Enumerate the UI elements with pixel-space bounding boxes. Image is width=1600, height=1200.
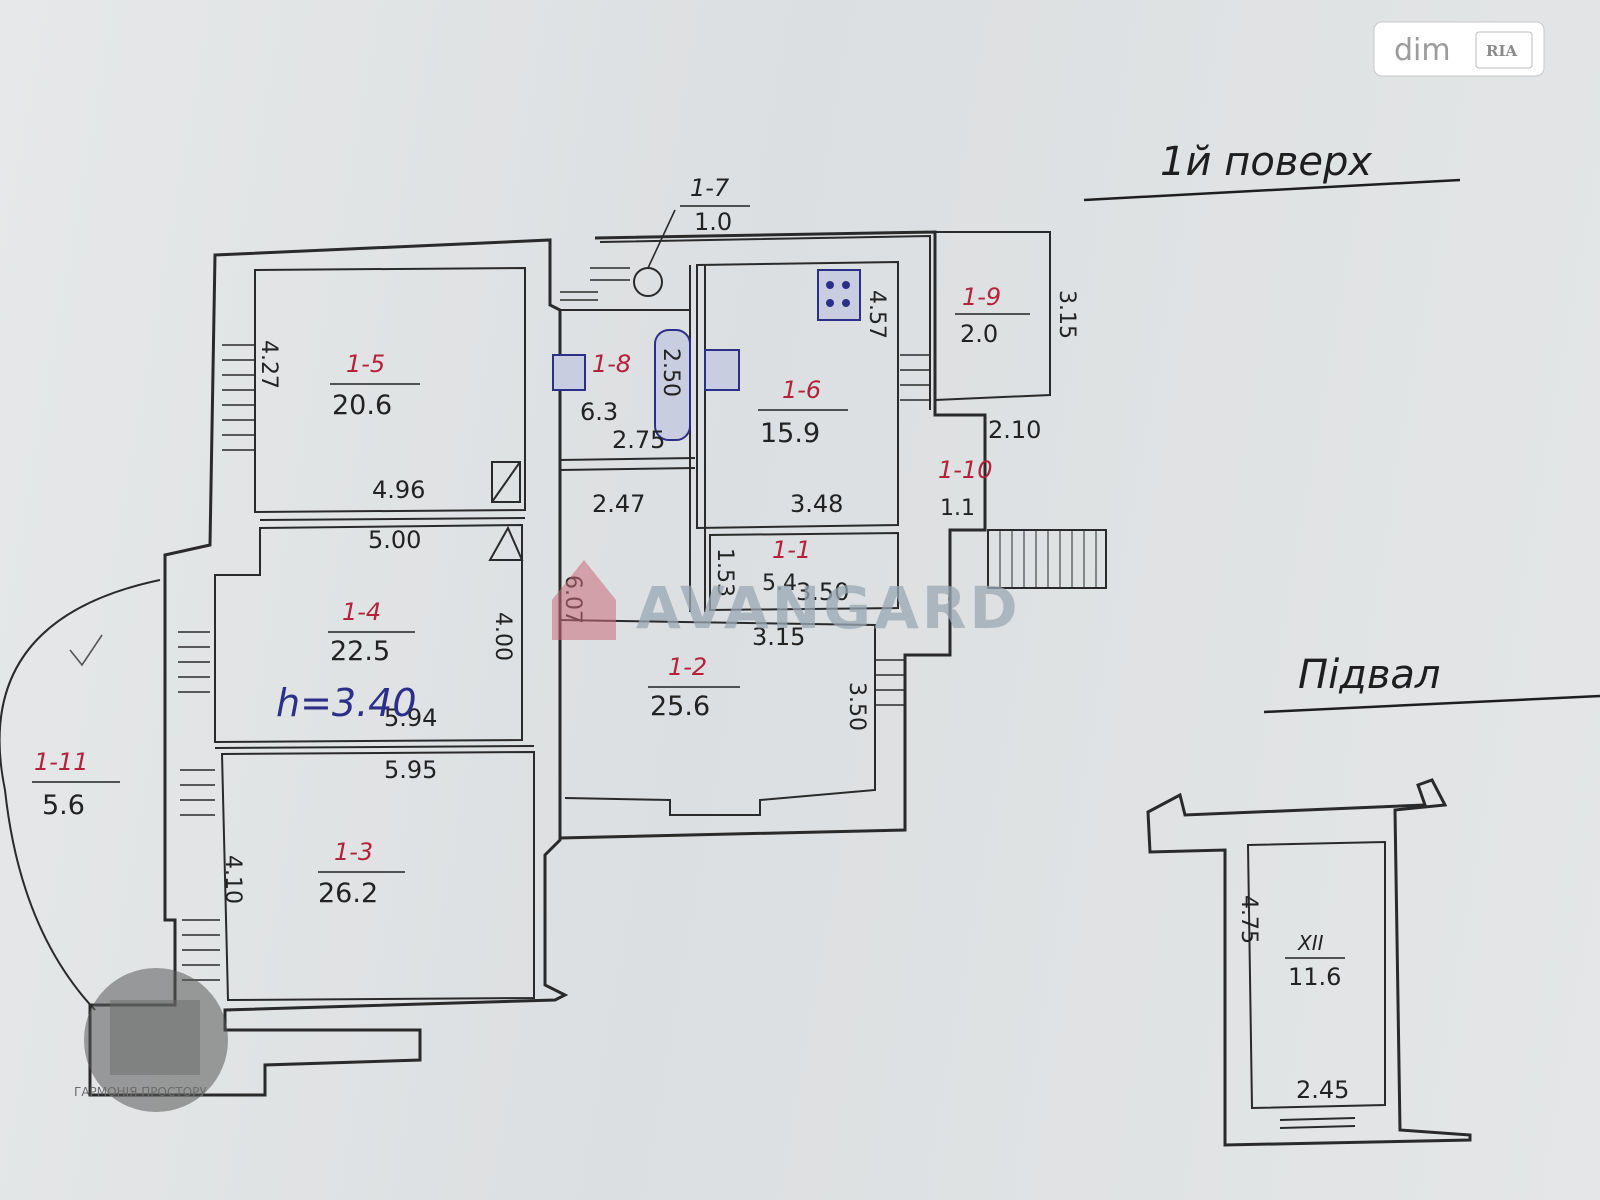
dim-247: 2.47 [592, 490, 645, 518]
exterior-arc [0, 579, 161, 1011]
dim-350b: 3.50 [844, 682, 869, 731]
room-1-6[interactable]: 1-6 15.9 [758, 376, 848, 449]
room-1-8[interactable]: 1-8 6.3 [580, 350, 631, 426]
room-1-2[interactable]: 1-2 25.6 [648, 653, 740, 722]
room-area: 1.0 [694, 208, 732, 236]
room-id: 1-7 [690, 174, 730, 202]
room-1-3[interactable]: 1-3 26.2 [318, 838, 405, 909]
dim-315a: 3.15 [752, 623, 805, 651]
room-id: 1-6 [782, 376, 821, 404]
entrance-stairs [987, 529, 1107, 589]
room-id: 1-11 [34, 748, 88, 776]
vent-icon [491, 461, 521, 503]
room-id: 1-2 [668, 653, 707, 681]
window-room-6 [900, 354, 930, 401]
dim-245: 2.45 [1296, 1076, 1349, 1104]
boiler-icon [654, 329, 691, 441]
svg-text:1й поверх: 1й поверх [1160, 139, 1372, 185]
window-left-3b [182, 919, 220, 981]
dim-275: 2.75 [612, 426, 665, 454]
room-1-11[interactable]: 1-11 5.6 [32, 748, 120, 821]
room-id: 1-3 [334, 838, 373, 866]
dim-457: 4.57 [864, 290, 889, 339]
room-area: 2.0 [960, 320, 998, 348]
room-area: 5.4 [762, 571, 797, 596]
room-1-9[interactable]: 1-9 2.0 [955, 283, 1030, 348]
room-id: 1-1 [772, 536, 811, 564]
ground-floor-walls [88, 230, 1051, 1097]
check-mark [69, 634, 103, 667]
avangard-watermark: AVANGARD [552, 560, 1021, 642]
dimension-labels: 4.96 5.00 5.94 5.95 3.48 3.50 3.15 2.47 … [220, 290, 1349, 1104]
window-left-4 [178, 631, 210, 693]
room-id: 1-10 [938, 456, 992, 484]
dim-153: 1.53 [712, 548, 737, 597]
room-area: 5.6 [42, 790, 85, 821]
room-area: 26.2 [318, 878, 378, 909]
dim-500: 5.00 [368, 526, 421, 554]
room-id: XII [1297, 931, 1324, 955]
room-id: 1-9 [962, 283, 1001, 311]
dim-350a: 3.50 [796, 578, 849, 606]
room-id: 1-5 [346, 350, 385, 378]
room-1-7[interactable]: 1-7 1.0 [680, 174, 750, 236]
dim-400: 4.00 [490, 612, 515, 661]
basement-walls [1146, 778, 1472, 1147]
dim-594: 5.94 [384, 704, 437, 732]
room-area: 6.3 [580, 398, 618, 426]
logo-brand: dim [1394, 33, 1451, 68]
svg-text:Підвал: Підвал [1298, 652, 1441, 698]
company-logo: ГАРМОНІЯ ПРОСТОРУ [74, 968, 228, 1112]
window-room-2 [875, 659, 905, 706]
dim-ria-logo[interactable]: dim RIA [1373, 21, 1545, 77]
room-1-4[interactable]: 1-4 22.5 [328, 598, 415, 667]
room-id: 1-8 [592, 350, 631, 378]
dim-595: 5.95 [384, 756, 437, 784]
logo-badge: RIA [1486, 42, 1517, 60]
room-1-5[interactable]: 1-5 20.6 [330, 350, 420, 421]
dim-210: 2.10 [988, 416, 1041, 444]
toilet-icon [552, 349, 740, 391]
dim-348: 3.48 [790, 490, 843, 518]
room-area: 15.9 [760, 418, 820, 449]
room-area: 20.6 [332, 390, 392, 421]
dim-427: 4.27 [256, 340, 281, 389]
room-area: 25.6 [650, 691, 710, 722]
ceiling-height-note: h=3.40 [276, 681, 417, 725]
room-id: 1-4 [342, 598, 381, 626]
room-area: 1.1 [940, 496, 975, 521]
room-xii[interactable]: XII 11.6 [1285, 931, 1345, 991]
window-left-3a [180, 769, 215, 816]
company-logo-text: ГАРМОНІЯ ПРОСТОРУ [74, 1085, 207, 1099]
dim-496: 4.96 [372, 476, 425, 504]
riser-icon [633, 209, 676, 297]
dim-250: 2.50 [658, 348, 683, 397]
room-area: 22.5 [330, 636, 390, 667]
chimney-icon [488, 525, 524, 561]
stove-icon [817, 269, 861, 321]
dim-475: 4.75 [1236, 895, 1261, 944]
room-1-10[interactable]: 1-10 1.1 [938, 456, 992, 521]
window-hall-8 [560, 267, 630, 301]
window-left-5 [222, 344, 255, 451]
svg-text:AVANGARD: AVANGARD [636, 574, 1021, 642]
room-1-1[interactable]: 1-1 5.4 [762, 536, 811, 596]
dim-410: 4.10 [220, 855, 245, 904]
dim-315b: 3.15 [1054, 290, 1079, 339]
room-area: 11.6 [1288, 963, 1341, 991]
floor-label-first: 1й поверх [1083, 139, 1461, 202]
floor-label-basement: Підвал [1263, 652, 1600, 714]
